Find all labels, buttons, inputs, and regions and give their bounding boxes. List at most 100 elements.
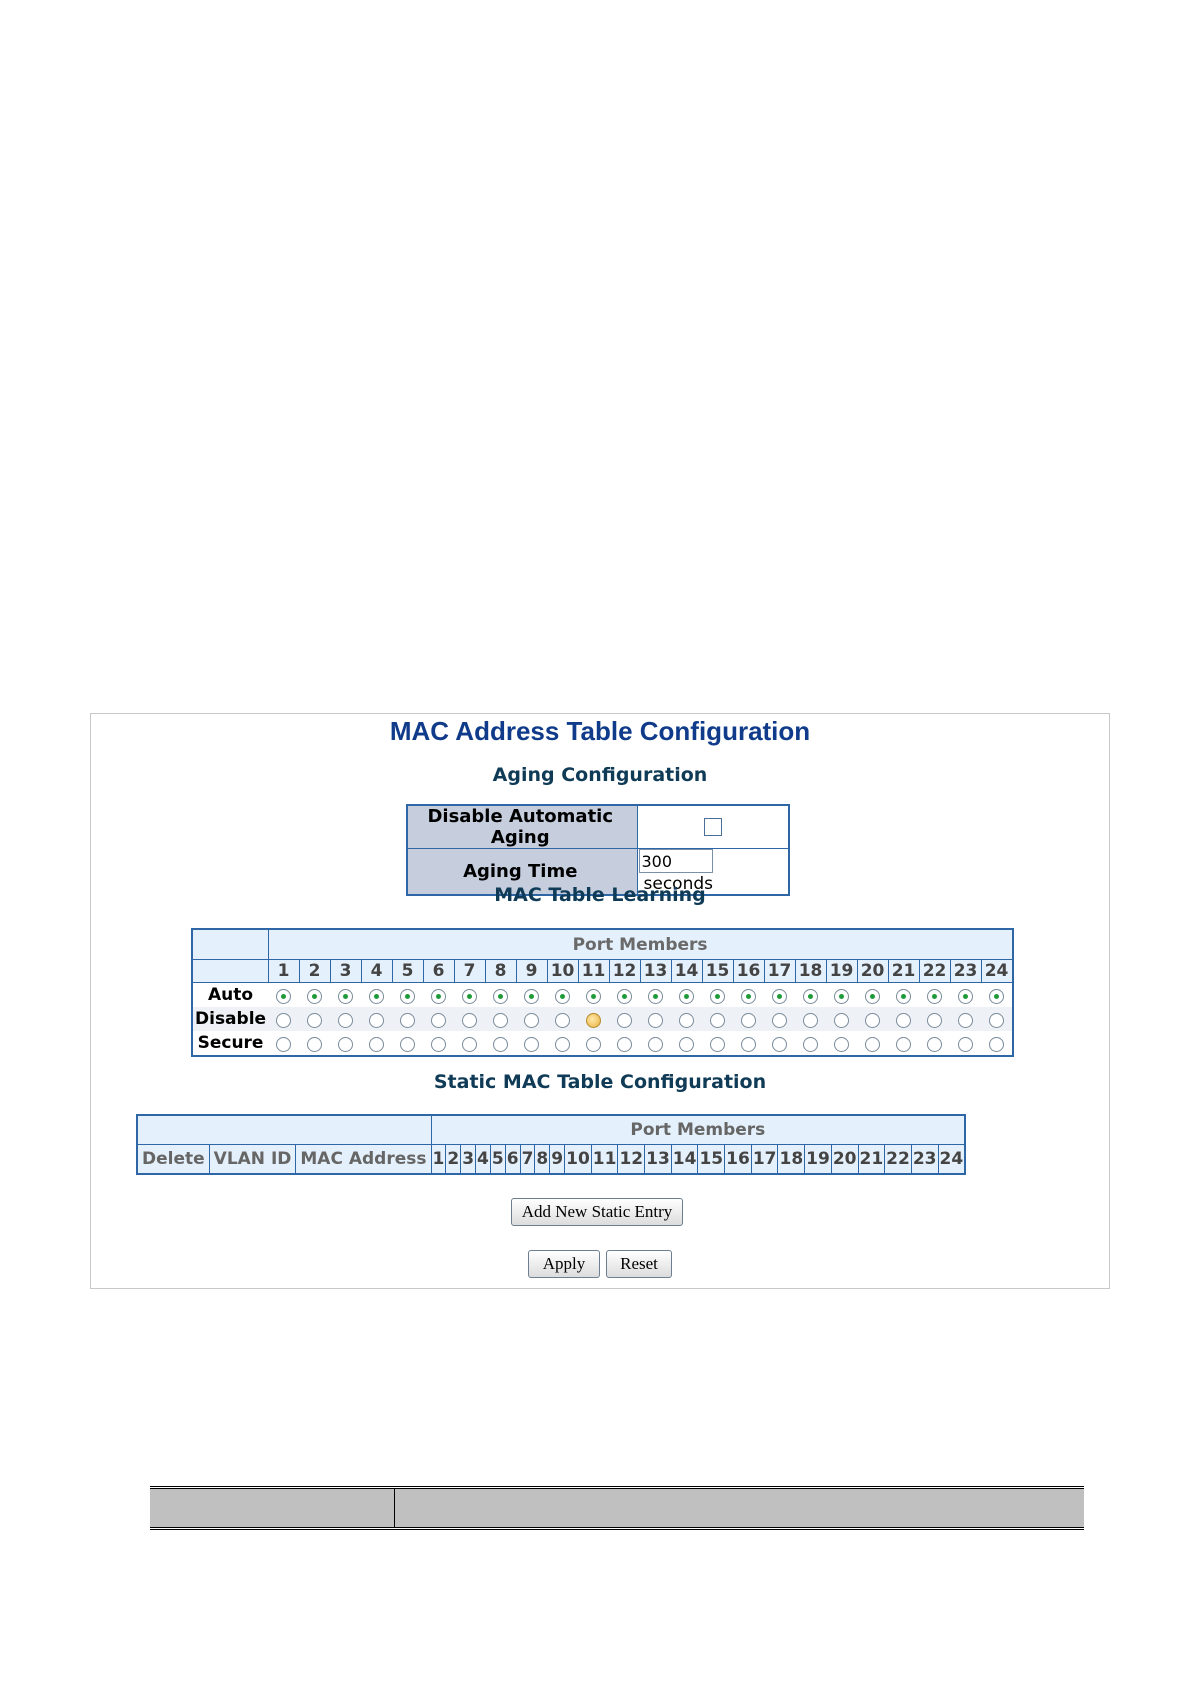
learning-radio-auto-port-4[interactable] (369, 988, 385, 1004)
learning-radio-secure-port-7[interactable] (462, 1036, 478, 1052)
learning-radio-auto-port-11[interactable] (586, 988, 602, 1004)
description-table-header (150, 1486, 1084, 1530)
learning-radio-secure-port-19[interactable] (834, 1036, 850, 1052)
learning-radio-auto-port-7[interactable] (462, 988, 478, 1004)
static-port-number: 23 (910, 1144, 939, 1175)
learning-radio-auto-port-6[interactable] (431, 988, 447, 1004)
apply-button[interactable]: Apply (528, 1250, 600, 1278)
learning-radio-auto-port-20[interactable] (865, 988, 881, 1004)
learning-radio-secure-port-11[interactable] (586, 1036, 602, 1052)
learning-radio-disable-port-19[interactable] (834, 1012, 850, 1028)
aging-table: Disable Automatic Aging Aging Time secon… (406, 804, 790, 896)
learning-radio-auto-port-1[interactable] (276, 988, 292, 1004)
static-port-number: 9 (549, 1144, 566, 1175)
learning-port-number: 13 (639, 959, 672, 983)
learning-radio-secure-port-17[interactable] (772, 1036, 788, 1052)
learning-radio-auto-port-3[interactable] (338, 988, 354, 1004)
learning-radio-secure-port-10[interactable] (555, 1036, 571, 1052)
learning-radio-disable-port-20[interactable] (865, 1012, 881, 1028)
page-title: MAC Address Table Configuration (389, 716, 811, 746)
add-new-static-entry-button[interactable]: Add New Static Entry (511, 1198, 683, 1226)
learning-radio-secure-port-15[interactable] (710, 1036, 726, 1052)
learning-radio-disable-port-21[interactable] (896, 1012, 912, 1028)
learning-radio-disable-port-12[interactable] (617, 1012, 633, 1028)
disable-aging-checkbox[interactable] (703, 818, 722, 836)
aging-time-input[interactable] (638, 849, 713, 873)
learning-radio-auto-port-22[interactable] (927, 988, 943, 1004)
static-port-number: 12 (617, 1144, 646, 1175)
learning-radio-disable-port-16[interactable] (741, 1012, 757, 1028)
static-port-number: 16 (724, 1144, 752, 1175)
learning-radio-secure-port-3[interactable] (338, 1036, 354, 1052)
learning-radio-auto-port-12[interactable] (617, 988, 633, 1004)
reset-button[interactable]: Reset (606, 1250, 672, 1278)
learning-radio-auto-port-16[interactable] (741, 988, 757, 1004)
learning-radio-disable-port-4[interactable] (369, 1012, 385, 1028)
learning-section-title: MAC Table Learning (494, 884, 706, 906)
learning-port-number: 20 (856, 959, 889, 983)
learning-port-number: 8 (484, 959, 517, 983)
learning-radio-secure-port-8[interactable] (493, 1036, 509, 1052)
learning-radio-secure-port-23[interactable] (958, 1036, 974, 1052)
learning-radio-auto-port-5[interactable] (400, 988, 416, 1004)
learning-radio-disable-port-15[interactable] (710, 1012, 726, 1028)
learning-radio-secure-port-13[interactable] (648, 1036, 664, 1052)
learning-port-number: 14 (670, 959, 703, 983)
learning-radio-disable-port-24[interactable] (988, 1012, 1004, 1028)
learning-radio-disable-port-7[interactable] (462, 1012, 478, 1028)
learning-radio-auto-port-18[interactable] (803, 988, 819, 1004)
learning-radio-auto-port-21[interactable] (896, 988, 912, 1004)
learning-radio-disable-port-2[interactable] (307, 1012, 323, 1028)
learning-radio-disable-port-5[interactable] (400, 1012, 416, 1028)
learning-radio-disable-port-1[interactable] (276, 1012, 292, 1028)
learning-radio-disable-port-14[interactable] (679, 1012, 695, 1028)
learning-radio-auto-port-14[interactable] (679, 988, 695, 1004)
learning-radio-disable-port-17[interactable] (772, 1012, 788, 1028)
static-port-number: 1 (430, 1144, 447, 1175)
learning-radio-secure-port-16[interactable] (741, 1036, 757, 1052)
learning-radio-auto-port-2[interactable] (307, 988, 323, 1004)
static-port-number: 19 (804, 1144, 832, 1175)
learning-radio-auto-port-13[interactable] (648, 988, 664, 1004)
learning-row: Secure (192, 1031, 1013, 1056)
static-port-number: 24 (937, 1144, 966, 1175)
learning-radio-secure-port-5[interactable] (400, 1036, 416, 1052)
learning-radio-secure-port-4[interactable] (369, 1036, 385, 1052)
learning-radio-disable-port-11[interactable] (586, 1012, 602, 1028)
learning-radio-disable-port-10[interactable] (555, 1012, 571, 1028)
static-port-number: 14 (670, 1144, 699, 1175)
static-port-number: 7 (519, 1144, 536, 1175)
learning-radio-auto-port-8[interactable] (493, 988, 509, 1004)
learning-radio-auto-port-15[interactable] (710, 988, 726, 1004)
learning-radio-disable-port-18[interactable] (803, 1012, 819, 1028)
learning-radio-auto-port-24[interactable] (988, 988, 1004, 1004)
learning-radio-auto-port-10[interactable] (555, 988, 571, 1004)
learning-radio-disable-port-22[interactable] (927, 1012, 943, 1028)
learning-radio-secure-port-2[interactable] (307, 1036, 323, 1052)
learning-radio-secure-port-22[interactable] (927, 1036, 943, 1052)
learning-radio-auto-port-19[interactable] (834, 988, 850, 1004)
learning-row-label: Auto (192, 982, 269, 1007)
learning-radio-disable-port-23[interactable] (958, 1012, 974, 1028)
learning-port-number: 7 (453, 959, 486, 983)
learning-radio-disable-port-3[interactable] (338, 1012, 354, 1028)
learning-radio-secure-port-1[interactable] (276, 1036, 292, 1052)
learning-radio-secure-port-21[interactable] (896, 1036, 912, 1052)
learning-radio-auto-port-17[interactable] (772, 988, 788, 1004)
learning-radio-disable-port-6[interactable] (431, 1012, 447, 1028)
learning-radio-disable-port-8[interactable] (493, 1012, 509, 1028)
learning-radio-secure-port-14[interactable] (679, 1036, 695, 1052)
learning-radio-secure-port-6[interactable] (431, 1036, 447, 1052)
learning-radio-auto-port-23[interactable] (958, 988, 974, 1004)
learning-radio-disable-port-13[interactable] (648, 1012, 664, 1028)
learning-radio-disable-port-9[interactable] (524, 1012, 540, 1028)
learning-radio-secure-port-18[interactable] (803, 1036, 819, 1052)
learning-port-number: 19 (825, 959, 858, 983)
learning-radio-auto-port-9[interactable] (524, 988, 540, 1004)
learning-radio-secure-port-12[interactable] (617, 1036, 633, 1052)
learning-radio-secure-port-24[interactable] (988, 1036, 1004, 1052)
learning-radio-secure-port-9[interactable] (524, 1036, 540, 1052)
learning-port-number: 6 (422, 959, 455, 983)
learning-radio-secure-port-20[interactable] (865, 1036, 881, 1052)
